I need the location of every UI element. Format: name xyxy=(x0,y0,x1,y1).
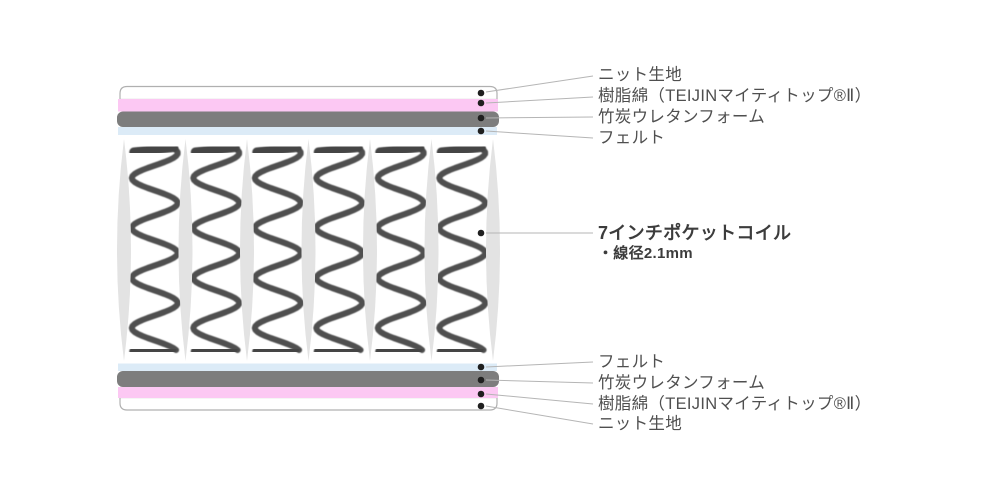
label-knit-fabric-top: ニット生地 xyxy=(598,65,682,84)
label-charcoal-urethane-top: 竹炭ウレタンフォーム xyxy=(598,107,766,126)
coil-bottom-cap xyxy=(190,345,238,356)
callout-dot xyxy=(477,114,485,122)
pocket-divider xyxy=(424,139,439,361)
callout-dot xyxy=(477,127,485,135)
callout-line xyxy=(485,96,594,104)
callout-dot xyxy=(477,229,485,237)
pocket-coil-spring xyxy=(313,147,366,353)
coil-top-cap xyxy=(375,143,425,157)
coil-top-cap xyxy=(190,143,240,157)
layer-felt-bottom xyxy=(118,363,497,371)
callout-line xyxy=(485,75,594,93)
pocket-coil-springs xyxy=(128,143,489,356)
pocket-divider xyxy=(117,139,131,361)
pocket-coil-spring xyxy=(436,147,489,353)
coil-top-cap xyxy=(436,143,486,157)
callout-dot xyxy=(477,363,485,371)
layer-knit-fabric-top xyxy=(119,85,498,101)
layer-felt-top xyxy=(118,127,497,135)
callout-line xyxy=(485,361,594,368)
callout-dot xyxy=(477,89,485,97)
callout-line xyxy=(485,379,594,384)
knit-fabric-layers xyxy=(119,85,498,411)
pocket-coil-spring xyxy=(251,147,304,353)
coil-bottom-cap xyxy=(436,345,484,356)
callout-lines xyxy=(485,75,594,425)
pocket-coil-spring xyxy=(190,147,243,353)
layer-charcoal-urethane-top xyxy=(117,111,499,127)
coil-bottom-cap xyxy=(252,345,300,356)
label-pocket-coil-spec: ・線径2.1mm xyxy=(598,245,693,262)
pocket-divider xyxy=(178,139,193,361)
label-felt-top: フェルト xyxy=(598,128,666,147)
label-felt-bottom: フェルト xyxy=(598,352,666,371)
pocket-divider xyxy=(301,139,316,361)
callout-line xyxy=(485,130,594,139)
comfort-layers xyxy=(117,99,499,398)
coil-top-cap xyxy=(252,143,302,157)
coil-top-cap xyxy=(129,143,179,157)
callout-dot xyxy=(477,376,485,384)
callout-line xyxy=(485,393,594,405)
coil-bottom-cap xyxy=(313,345,361,356)
layer-charcoal-urethane-bottom xyxy=(117,371,499,387)
label-resin-cotton-bottom: 樹脂綿（TEIJINマイティトップ®Ⅱ） xyxy=(598,394,872,413)
pocket-coil-spring xyxy=(374,147,427,353)
callout-dot xyxy=(477,402,485,410)
layer-resin-cotton-bottom xyxy=(118,387,498,398)
pocket-divider xyxy=(486,139,500,361)
pocket-coil-spring xyxy=(128,147,181,353)
callout-line xyxy=(485,405,594,425)
label-charcoal-urethane-bottom: 竹炭ウレタンフォーム xyxy=(598,373,766,392)
label-knit-fabric-bottom: ニット生地 xyxy=(598,414,682,433)
callout-dots xyxy=(477,89,485,410)
pocket-divider xyxy=(240,139,254,361)
layer-knit-fabric-bottom xyxy=(119,396,498,411)
pocket-dividers xyxy=(117,139,500,361)
callout-line xyxy=(485,116,594,119)
callout-dot xyxy=(477,390,485,398)
coil-top-cap xyxy=(313,143,363,157)
label-pocket-coil-title: 7インチポケットコイル xyxy=(598,223,792,243)
coil-bottom-cap xyxy=(129,345,177,356)
callout-dot xyxy=(477,99,485,107)
layer-resin-cotton-top xyxy=(118,99,498,112)
pocket-divider xyxy=(363,139,377,361)
coil-bottom-cap xyxy=(375,345,423,356)
label-resin-cotton-top: 樹脂綿（TEIJINマイティトップ®Ⅱ） xyxy=(598,87,872,105)
